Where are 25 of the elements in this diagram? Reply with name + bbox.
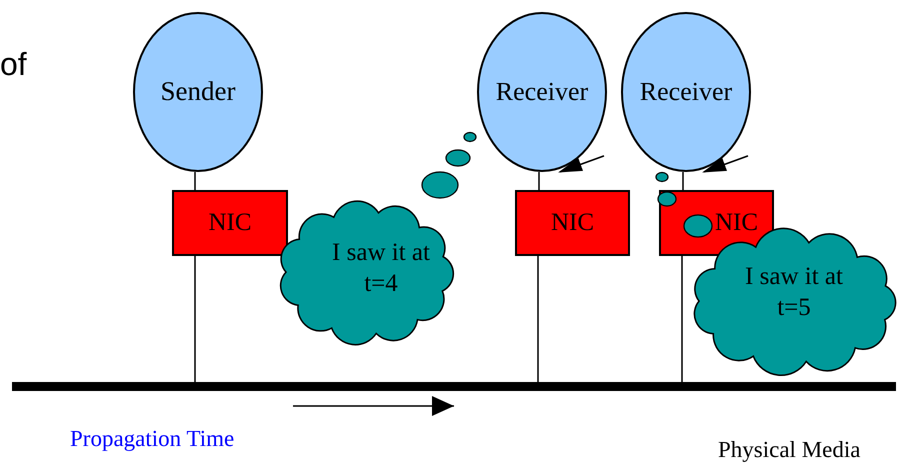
physical-media-bar: [12, 382, 896, 391]
receiver-ellipse: [621, 12, 751, 172]
connector-line: [194, 172, 196, 190]
connector-line: [681, 256, 683, 382]
sender-ellipse: [133, 12, 263, 172]
node-label: I saw it at t=5: [744, 262, 844, 323]
arrow: [558, 155, 604, 173]
node-label: Sender: [160, 75, 236, 108]
connector-line: [537, 256, 539, 382]
nic-box: [172, 190, 288, 256]
node-label: Receiver: [640, 76, 732, 108]
node-label: NIC: [208, 208, 252, 238]
media-label: Physical Media: [718, 438, 860, 461]
node-label: NIC: [714, 208, 758, 238]
nic-box: [515, 190, 630, 256]
node-label: NIC: [550, 208, 594, 238]
node-label: Receiver: [496, 76, 588, 108]
connector-line: [682, 172, 684, 190]
axis-label: Propagation Time: [70, 427, 234, 450]
connector-line: [194, 256, 196, 382]
node-label: I saw it at t=4: [331, 238, 431, 299]
receiver-ellipse: [477, 12, 607, 172]
arrow: [702, 155, 748, 173]
heading-fragment: of: [0, 48, 27, 80]
connector-line: [538, 172, 540, 190]
